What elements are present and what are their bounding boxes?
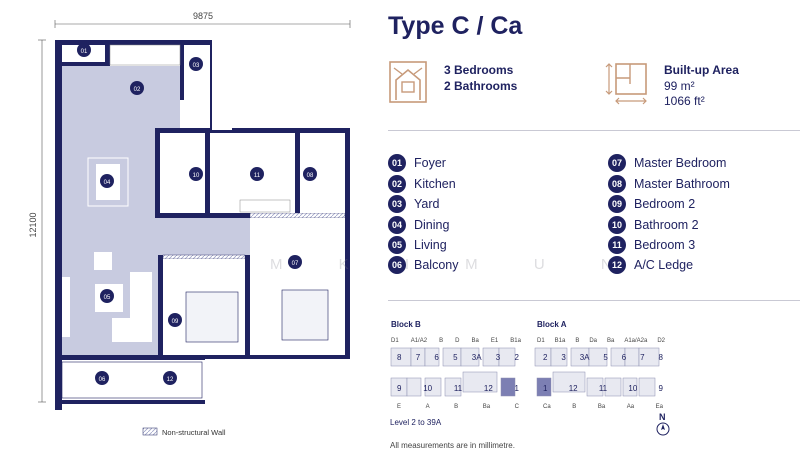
room-marker-03: 03: [189, 57, 203, 71]
room-marker-10: 10: [189, 167, 203, 181]
watermark: M K I M U N: [270, 256, 638, 273]
width-dimension: 9875: [193, 11, 213, 21]
measurement-note: All measurements are in millimetre.: [390, 441, 515, 450]
floor-plan: 9875 12100 01 02 03 04 05: [28, 11, 351, 437]
area-ft2: 1066 ft²: [664, 94, 705, 108]
floor-area-icon: [605, 63, 647, 105]
svg-text:05: 05: [104, 295, 111, 301]
svg-text:04: 04: [104, 180, 111, 186]
divider-bottom: [388, 300, 800, 301]
room-marker-06: 06: [95, 371, 109, 385]
key-plan: [390, 347, 660, 397]
svg-text:07: 07: [292, 261, 299, 267]
room-marker-02: 02: [130, 81, 144, 95]
block-a-label: Block A: [537, 320, 567, 329]
height-dimension: 12100: [28, 212, 38, 237]
svg-text:10: 10: [193, 173, 200, 179]
room-marker-12: 12: [163, 371, 177, 385]
bedrooms-text: 3 Bedrooms: [444, 63, 514, 77]
svg-text:02: 02: [134, 87, 141, 93]
bathrooms-text: 2 Bathrooms: [444, 79, 518, 93]
svg-text:12: 12: [167, 377, 174, 383]
room-marker-09: 09: [168, 313, 182, 327]
svg-text:01: 01: [81, 49, 88, 55]
room-marker-05: 05: [100, 289, 114, 303]
svg-text:11: 11: [254, 173, 261, 179]
page-title: Type C / Ca: [388, 12, 523, 40]
room-marker-01: 01: [77, 43, 91, 57]
compass-icon: [656, 422, 670, 436]
room-marker-08: 08: [303, 167, 317, 181]
room-marker-11: 11: [250, 167, 264, 181]
area-m2: 99 m²: [664, 79, 695, 93]
svg-text:08: 08: [307, 173, 314, 179]
svg-text:06: 06: [99, 377, 106, 383]
level-label: Level 2 to 39A: [390, 418, 442, 427]
room-marker-07: 07: [288, 255, 302, 269]
room-marker-04: 04: [100, 174, 114, 188]
area-label: Built-up Area: [664, 63, 739, 77]
bedroom-icon: [389, 61, 427, 103]
north-label: N: [659, 412, 666, 422]
svg-text:03: 03: [193, 63, 200, 69]
block-b-label: Block B: [391, 320, 421, 329]
divider-top: [388, 130, 800, 131]
wall-legend: Non-structural Wall: [162, 428, 226, 437]
svg-text:09: 09: [172, 319, 179, 325]
